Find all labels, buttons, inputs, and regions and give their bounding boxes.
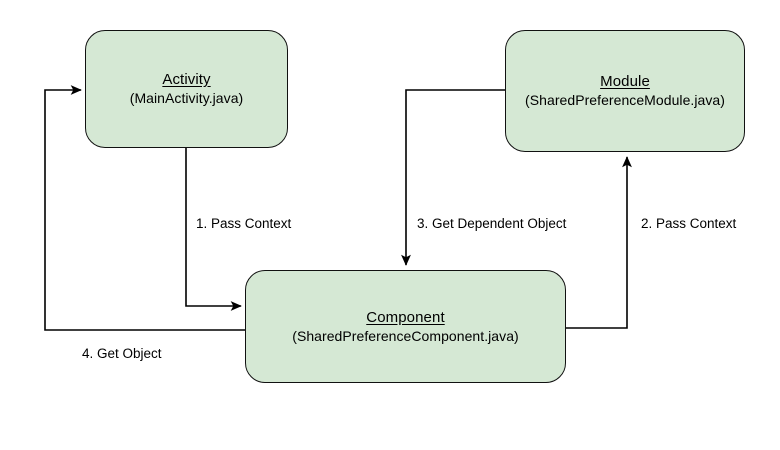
node-component[interactable]: Component (SharedPreferenceComponent.jav… <box>245 270 566 383</box>
node-module[interactable]: Module (SharedPreferenceModule.java) <box>505 30 745 152</box>
node-activity[interactable]: Activity (MainActivity.java) <box>85 30 288 148</box>
edge-label-get-dependent-object: 3. Get Dependent Object <box>417 216 567 231</box>
node-module-title: Module <box>600 73 650 90</box>
node-component-title: Component <box>366 308 445 326</box>
node-activity-title: Activity <box>162 71 211 88</box>
edge-get-dependent-object <box>401 89 505 266</box>
edge-label-pass-context-1: 1. Pass Context <box>196 216 292 231</box>
node-module-subtitle: (SharedPreferenceModule.java) <box>525 92 725 108</box>
edge-label-pass-context-2: 2. Pass Context <box>641 216 737 231</box>
node-activity-subtitle: (MainActivity.java) <box>129 90 244 106</box>
edge-label-get-object: 4. Get Object <box>82 346 162 361</box>
edge-pass-context-2 <box>566 156 632 329</box>
node-component-subtitle: (SharedPreferenceComponent.java) <box>292 327 519 344</box>
